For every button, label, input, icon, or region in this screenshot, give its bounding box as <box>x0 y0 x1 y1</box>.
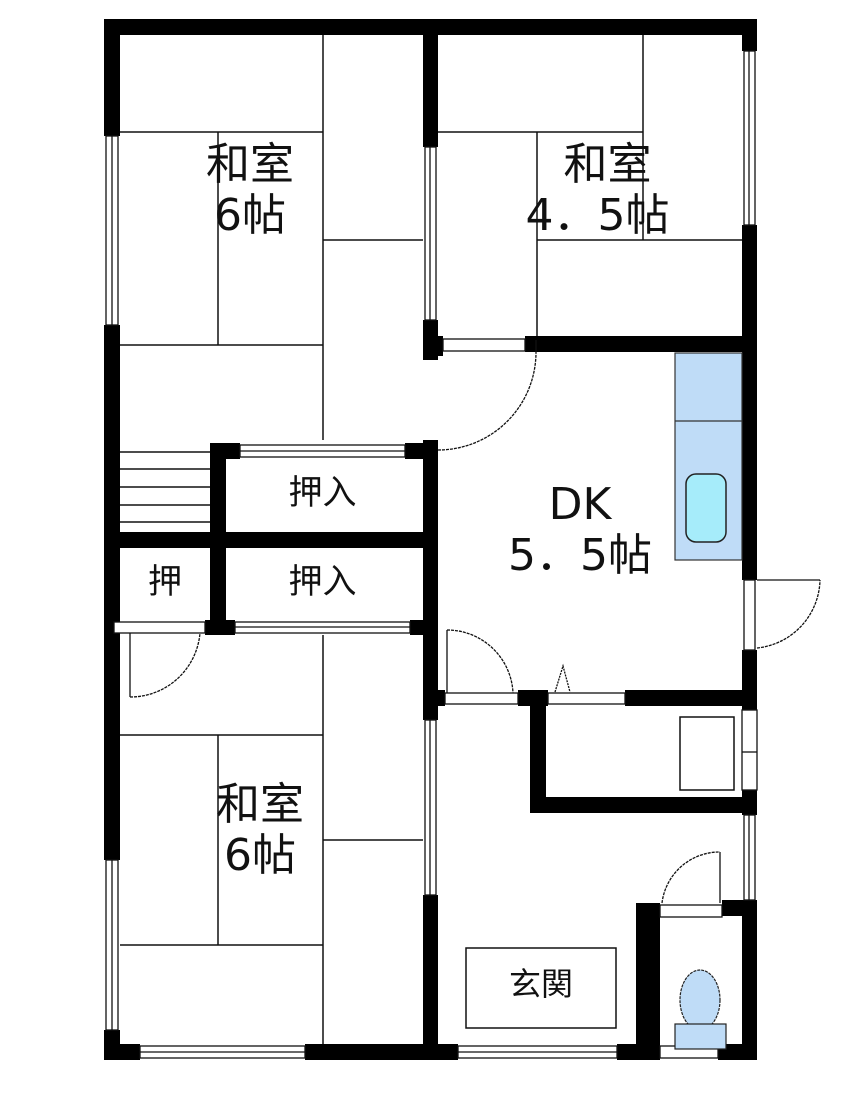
door-swings <box>129 340 821 904</box>
closet-label-lower: 押入 <box>288 562 357 602</box>
room-label-washitsu-sw: 和室 6帖 <box>190 779 330 881</box>
room-name: DK <box>548 479 612 530</box>
entrance-box <box>465 947 617 1029</box>
room-size: 5．5帖 <box>508 529 652 581</box>
toilet <box>674 969 727 1050</box>
closet-label-small: 押 <box>148 562 182 602</box>
room-size: 6帖 <box>214 189 286 241</box>
room-name: 和室 <box>563 139 652 190</box>
washbasin <box>679 716 735 791</box>
room-size: 4．5帖 <box>525 189 670 241</box>
room-label-dk: DK 5．5帖 <box>480 479 680 581</box>
kitchen-counter <box>674 352 743 561</box>
room-size: 6帖 <box>224 829 296 881</box>
room-label-washitsu-ne: 和室 4．5帖 <box>500 139 695 241</box>
tatami-lines <box>120 35 742 1044</box>
closet-label-upper: 押入 <box>288 473 357 513</box>
room-name: 和室 <box>206 139 294 190</box>
room-label-washitsu-nw: 和室 6帖 <box>180 139 320 241</box>
entrance-label: 玄関 <box>508 965 573 1003</box>
room-name: 和室 <box>216 779 304 830</box>
kitchen-sink <box>685 473 727 543</box>
walls <box>104 19 757 1060</box>
